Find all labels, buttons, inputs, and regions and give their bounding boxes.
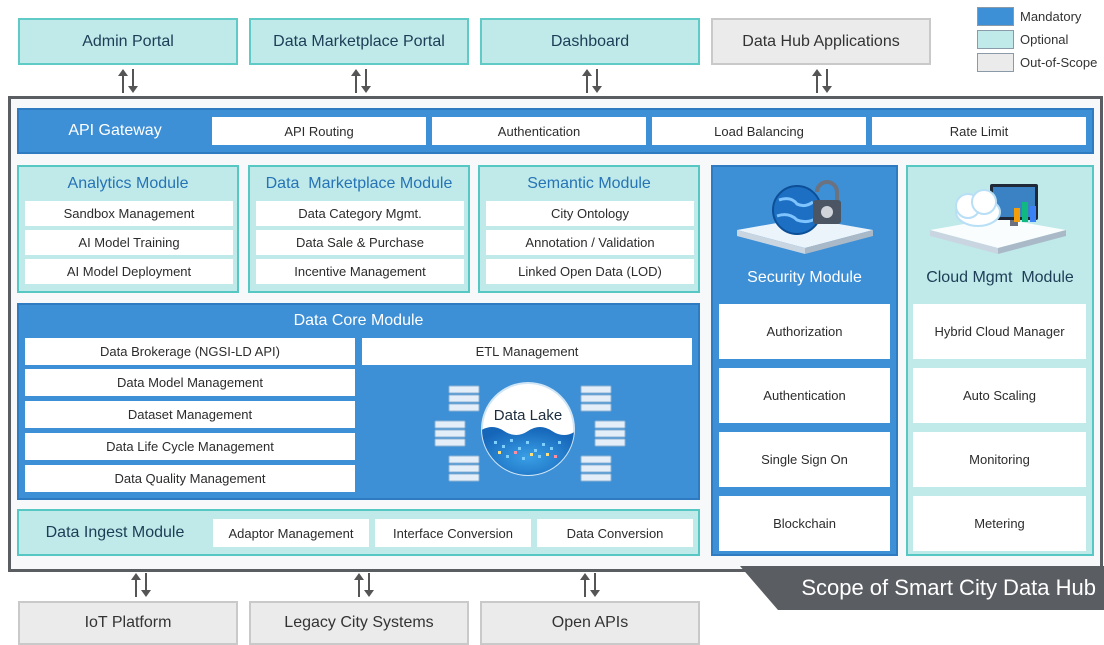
admin-portal-box: Admin Portal <box>18 18 238 65</box>
server-icon <box>594 420 626 447</box>
security-item: Blockchain <box>719 496 890 551</box>
data-marketplace-portal-box: Data Marketplace Portal <box>249 18 469 65</box>
legend-swatch-out-of-scope <box>977 53 1014 72</box>
data-core-item: Data Brokerage (NGSI-LD API) <box>25 338 355 365</box>
security-item: Single Sign On <box>719 432 890 487</box>
security-item: Authorization <box>719 304 890 359</box>
load-balancing-item: Load Balancing <box>652 117 866 145</box>
marketplace-item: Data Sale & Purchase <box>256 230 464 255</box>
data-core-item: Data Life Cycle Management <box>25 433 355 460</box>
cloud-mgmt-module-title: Cloud Mgmt Module <box>926 269 1074 286</box>
iot-platform-box: IoT Platform <box>18 601 238 645</box>
server-icon <box>434 420 466 447</box>
api-routing-item: API Routing <box>212 117 426 145</box>
server-icon <box>448 455 480 482</box>
arrow-data-marketplace-portal <box>349 67 373 95</box>
api-authentication-item: Authentication <box>432 117 646 145</box>
dashboard-box: Dashboard <box>480 18 700 65</box>
analytics-item: AI Model Deployment <box>25 259 233 284</box>
rate-limit-item: Rate Limit <box>872 117 1086 145</box>
ingest-item: Interface Conversion <box>375 519 531 547</box>
legend-label-mandatory: Mandatory <box>1020 9 1082 24</box>
arrow-open-apis <box>578 571 602 599</box>
data-marketplace-module-title: Data Marketplace Module <box>265 175 453 192</box>
etl-management-item: ETL Management <box>362 338 692 365</box>
legend-swatch-mandatory <box>977 7 1014 26</box>
security-module-title: Security Module <box>747 269 862 286</box>
server-icon <box>580 455 612 482</box>
arrow-legacy-city-systems <box>352 571 376 599</box>
analytics-item: Sandbox Management <box>25 201 233 226</box>
data-ingest-module-title: Data Ingest Module <box>45 524 185 541</box>
marketplace-item: Data Category Mgmt. <box>256 201 464 226</box>
cloud-item: Metering <box>913 496 1086 551</box>
cloud-monitor-icon <box>930 184 1066 254</box>
semantic-item: Linked Open Data (LOD) <box>486 259 694 284</box>
legend-label-out-of-scope: Out-of-Scope <box>1020 55 1098 70</box>
marketplace-item: Incentive Management <box>256 259 464 284</box>
cloud-item: Auto Scaling <box>913 368 1086 423</box>
semantic-item: City Ontology <box>486 201 694 226</box>
server-icon <box>580 385 612 412</box>
arrow-data-hub-applications <box>810 67 834 95</box>
server-icon <box>448 385 480 412</box>
arrow-dashboard <box>580 67 604 95</box>
semantic-item: Annotation / Validation <box>486 230 694 255</box>
data-lake-label: Data Lake <box>493 406 563 424</box>
arrow-iot-platform <box>129 571 153 599</box>
ingest-item: Data Conversion <box>537 519 693 547</box>
ingest-item: Adaptor Management <box>213 519 369 547</box>
data-hub-applications-box: Data Hub Applications <box>711 18 931 65</box>
data-lake-graphic <box>480 381 576 477</box>
legend-label-optional: Optional <box>1020 32 1069 47</box>
api-gateway-title: API Gateway <box>68 122 162 139</box>
cloud-item: Monitoring <box>913 432 1086 487</box>
data-core-item: Data Model Management <box>25 369 355 396</box>
data-core-item: Data Quality Management <box>25 465 355 492</box>
scope-tab-shape <box>740 566 1104 610</box>
analytics-module-title: Analytics Module <box>67 175 189 192</box>
cloud-item: Hybrid Cloud Manager <box>913 304 1086 359</box>
security-item: Authentication <box>719 368 890 423</box>
data-core-module-title: Data Core Module <box>293 312 424 329</box>
legend-swatch-optional <box>977 30 1014 49</box>
open-apis-box: Open APIs <box>480 601 700 645</box>
globe-lock-icon <box>737 180 873 254</box>
data-core-item: Dataset Management <box>25 401 355 428</box>
semantic-module-title: Semantic Module <box>527 175 651 192</box>
analytics-item: AI Model Training <box>25 230 233 255</box>
legacy-city-systems-box: Legacy City Systems <box>249 601 469 645</box>
scope-label: Scope of Smart City Data Hub <box>801 575 1096 600</box>
arrow-admin-portal <box>116 67 140 95</box>
